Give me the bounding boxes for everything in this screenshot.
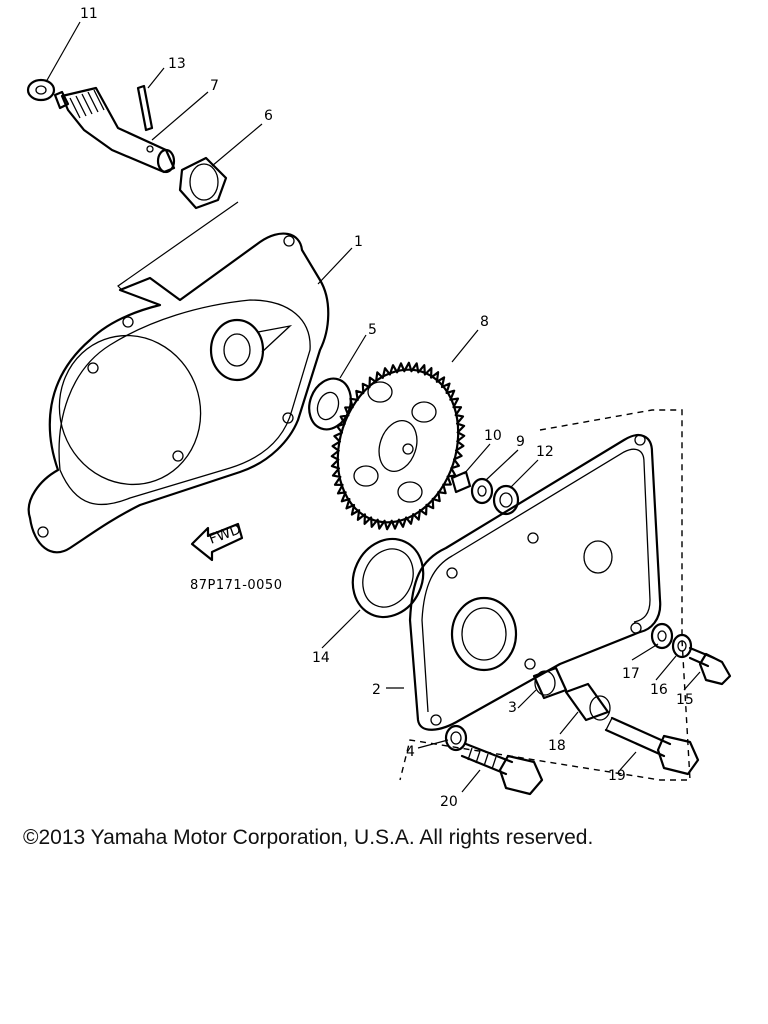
callout-8: 8 [480, 314, 489, 330]
callout-18: 18 [548, 738, 566, 754]
callout-5: 5 [368, 322, 377, 338]
callout-9: 9 [516, 434, 525, 450]
callout-17: 17 [622, 666, 640, 682]
part-2-cover [399, 409, 691, 781]
copyright-notice: ©2013 Yamaha Motor Corporation, U.S.A. A… [23, 826, 594, 849]
part-7-worm-shaft [53, 86, 176, 174]
exploded-parts-diagram: FWD 87P171-0050 11 13 7 6 1 5 8 10 9 [26, 6, 732, 810]
callout-labels: 11 13 7 6 1 5 8 10 9 12 14 2 3 4 17 16 1… [80, 6, 694, 810]
part-13-pin [136, 84, 154, 132]
part-14-seal [351, 537, 425, 619]
part-19-bolt [604, 716, 700, 776]
callout-19: 19 [608, 768, 626, 784]
part-3-dowel [532, 666, 568, 700]
part-11-washer [26, 78, 56, 102]
part-code: 87P171-0050 [190, 578, 282, 593]
part-16-washer [671, 633, 693, 659]
gear-teeth [330, 361, 466, 531]
callout-15: 15 [676, 692, 694, 708]
forward-badge-label: FWD [207, 522, 243, 548]
part-10-key [450, 470, 472, 494]
callout-16: 16 [650, 682, 668, 698]
callout-2: 2 [372, 682, 381, 698]
part-12-nut [492, 484, 520, 516]
callout-6: 6 [264, 108, 273, 124]
callout-12: 12 [536, 444, 554, 460]
part-9-washer [470, 477, 494, 505]
callout-1: 1 [354, 234, 363, 250]
part-4-dowel [444, 724, 468, 752]
leader-6-to-1 [117, 201, 239, 293]
callout-7: 7 [210, 78, 219, 94]
callout-10: 10 [484, 428, 502, 444]
part-1-housing [27, 232, 330, 554]
callout-leaders [45, 21, 701, 793]
forward-arrow-icon: FWD [190, 522, 244, 562]
part-17-washer [650, 622, 674, 650]
part-5-bearing [308, 377, 352, 431]
callout-11: 11 [80, 6, 98, 22]
part-8-gear [330, 361, 466, 531]
part-20-bolt [460, 742, 544, 796]
part-15-bolt [688, 646, 732, 686]
callout-20: 20 [440, 794, 458, 810]
part-18-collar [564, 682, 611, 722]
callout-13: 13 [168, 56, 186, 72]
callout-14: 14 [312, 650, 330, 666]
part-6-collar [178, 156, 228, 210]
callout-3: 3 [508, 700, 517, 716]
callout-4: 4 [406, 744, 415, 760]
